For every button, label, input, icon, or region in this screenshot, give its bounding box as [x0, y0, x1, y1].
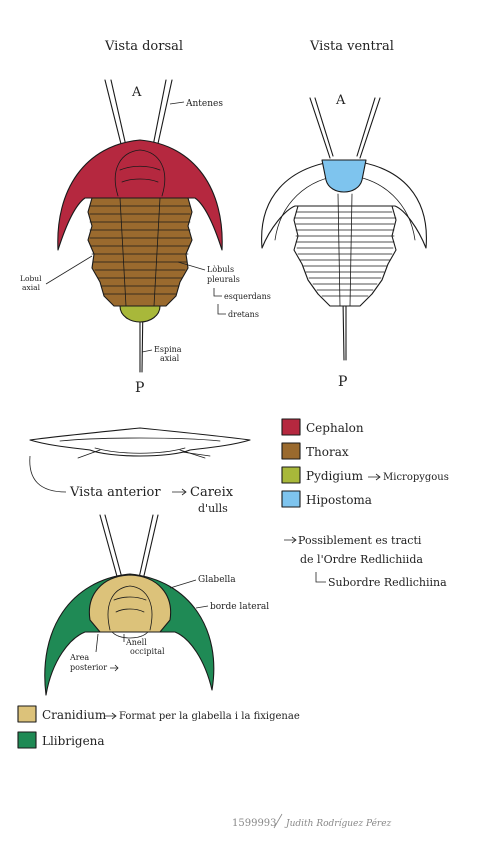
ventral-posterior-letter: P	[338, 374, 347, 390]
label-espina-2: axial	[160, 354, 180, 363]
legend-note-pygidium: Micropygous	[383, 472, 449, 483]
label-area-1: Area	[69, 653, 89, 662]
label-lobuls-1: Lòbuls	[207, 265, 234, 274]
signature-id: 1599993	[232, 818, 277, 829]
librigena-shape	[44, 573, 215, 696]
legend-label-thorax: Thorax	[306, 445, 349, 459]
legend-swatch-pygidium	[281, 466, 301, 484]
legend-swatch-librigena	[17, 731, 37, 749]
classification-line2: de l'Ordre Redlichiida	[300, 553, 423, 566]
label-area-2: posterior	[70, 663, 107, 672]
dorsal-anterior-letter: A	[131, 85, 142, 100]
dorsal-antenna-right	[156, 79, 173, 149]
legend-swatch-hypostome	[281, 490, 301, 508]
legend-label-cephalon: Cephalon	[306, 421, 364, 435]
anterior-view-label: Vista anterior	[69, 485, 161, 500]
ventral-trilobite	[261, 97, 427, 361]
thorax-shape	[87, 197, 193, 307]
dorsal-heading: Vista dorsal	[104, 39, 183, 54]
dorsal-antenna-left	[104, 79, 123, 149]
label-espina-1: Espina	[154, 345, 182, 354]
pygidium-shape	[119, 305, 161, 323]
classification-line3: Subordre Redlichiina	[328, 576, 447, 589]
label-anell-2: occipital	[130, 647, 165, 656]
ventral-anterior-letter: A	[335, 93, 346, 108]
label-glabella: Glabella	[198, 575, 236, 585]
anterior-view-drawing	[29, 427, 251, 459]
anterior-view-result-2: d'ulls	[198, 502, 228, 515]
anterior-view-result: Careix	[190, 485, 234, 500]
cranidium-trilobite	[44, 514, 215, 696]
label-borde-lateral: borde lateral	[210, 602, 269, 612]
label-antenes: Antenes	[185, 99, 223, 109]
legend-label-hypostome: Hipostoma	[306, 493, 372, 507]
label-lobuls-2: pleurals	[207, 275, 240, 284]
legend-swatch-cephalon	[281, 418, 301, 436]
cephalon-shape	[57, 139, 223, 251]
legend-label-librigena: Llibrigena	[42, 734, 105, 748]
legend-swatch-thorax	[281, 442, 301, 460]
ventral-heading: Vista ventral	[309, 39, 394, 54]
legend-secondary: Cranidium Format per la glabella i la fi…	[17, 705, 300, 749]
legend-swatch-cranidium	[17, 705, 37, 723]
legend-note-cranidium: Format per la glabella i la fixigenae	[119, 711, 300, 722]
label-anell-1: Anell	[125, 638, 147, 647]
signature: 1599993 Judith Rodríguez Pérez	[232, 813, 392, 829]
label-esquerdans: esquerdans	[224, 292, 271, 301]
hypostome-shape	[321, 159, 367, 193]
label-dretans: dretans	[228, 310, 259, 319]
dorsal-trilobite	[57, 79, 223, 373]
signature-name: Judith Rodríguez Pérez	[284, 818, 392, 829]
dorsal-posterior-letter: P	[135, 380, 144, 396]
legend-label-cranidium: Cranidium	[42, 708, 107, 722]
cranidium-shape	[88, 574, 172, 633]
classification-line1: Possiblement es tracti	[298, 534, 422, 547]
legend-main: Cephalon Thorax Pydigium Micropygous Hip…	[281, 418, 449, 508]
label-lobal-axial-2: axial	[22, 283, 41, 292]
legend-label-pygidium: Pydigium	[306, 469, 364, 483]
label-lobal-axial-1: Lobul	[20, 274, 42, 283]
ventral-outline	[261, 159, 427, 249]
